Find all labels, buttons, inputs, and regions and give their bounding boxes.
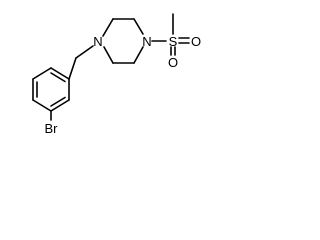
- atom-label-br: Br: [45, 121, 59, 136]
- piperazine-bond: [103, 46, 114, 64]
- ring-bond: [50, 67, 70, 80]
- ch2-n-bond: [75, 45, 94, 59]
- ring-bond: [32, 99, 52, 112]
- ring-bond: [32, 67, 52, 80]
- piperazine-bond: [133, 46, 144, 64]
- atom-labels: N N S O O Br: [45, 34, 202, 136]
- atom-label-s: S: [169, 34, 178, 49]
- atom-label-n-right: N: [142, 34, 151, 49]
- atom-label-o-top: O: [191, 34, 201, 49]
- bonds: [32, 13, 190, 121]
- atom-label-o-bottom: O: [168, 55, 178, 70]
- molecule-structure: N N S O O Br: [32, 13, 202, 136]
- ring-bond: [50, 99, 70, 112]
- ring-double-bond: [50, 72, 66, 83]
- piperazine-bond: [133, 18, 144, 35]
- ring-double-bond: [50, 96, 66, 107]
- piperazine-bond: [102, 18, 114, 37]
- atom-label-n-left: N: [93, 34, 102, 49]
- ring-ch2-bond: [68, 57, 77, 80]
